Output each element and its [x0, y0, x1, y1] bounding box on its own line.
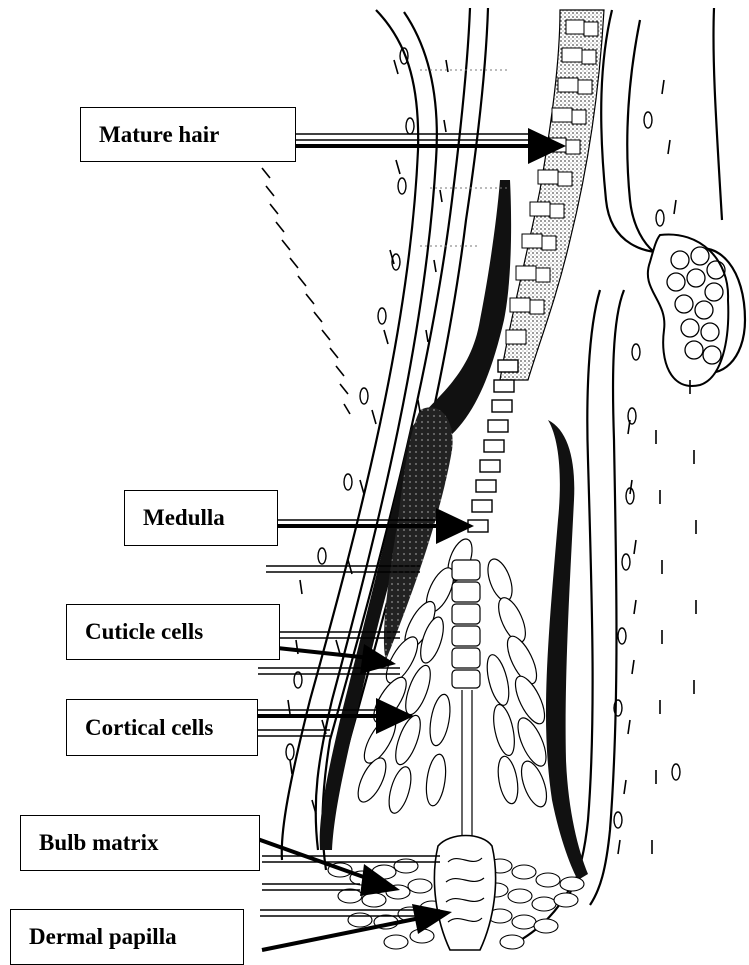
right-wall-middle [627, 20, 690, 261]
bulb-center-stalk [462, 690, 472, 840]
tissue-marks [262, 60, 696, 854]
far-right-wall [713, 8, 722, 220]
label-dermal-papilla: Dermal papilla [10, 909, 244, 965]
label-cuticle-cells: Cuticle cells [66, 604, 280, 660]
label-medulla: Medulla [124, 490, 278, 546]
label-mature-hair: Mature hair [80, 107, 296, 162]
medulla-stack [452, 560, 480, 688]
label-cortical-cells: Cortical cells [66, 699, 258, 756]
dermal-papilla [434, 836, 495, 951]
hair-shaft [500, 10, 604, 380]
medulla-arrowhead [436, 508, 474, 544]
right-wall-inner [566, 290, 600, 900]
sebaceous-gland [648, 234, 728, 386]
label-bulb-matrix: Bulb matrix [20, 815, 260, 871]
